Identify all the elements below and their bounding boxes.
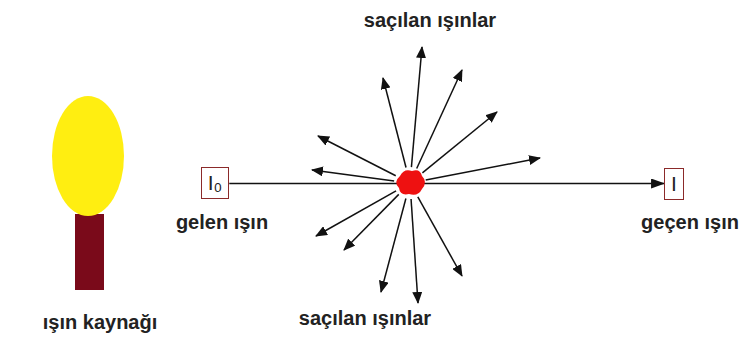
scattered-ray xyxy=(411,199,418,303)
node-caption: geçen ışın xyxy=(641,210,739,234)
beam-connector xyxy=(229,183,664,185)
lamp-glow xyxy=(52,96,124,216)
scattered-ray xyxy=(318,136,396,176)
intensity-box: I xyxy=(664,168,684,200)
scattered-rays xyxy=(312,47,540,303)
text-label: saçılan ışınlar xyxy=(299,306,431,330)
lamp-base xyxy=(75,214,104,290)
text-label: ışın kaynağı xyxy=(43,310,158,334)
scattered-ray xyxy=(417,70,462,168)
node-caption: gelen ışın xyxy=(176,210,268,234)
scattered-ray xyxy=(312,170,394,181)
intensity-box: I₀ xyxy=(201,167,230,199)
scattered-ray xyxy=(422,112,497,173)
scattered-ray xyxy=(316,191,396,236)
scattered-ray xyxy=(426,158,540,180)
scattered-ray xyxy=(383,78,406,168)
text-label: saçılan ışınlar xyxy=(364,8,496,32)
scatter-particle xyxy=(396,170,425,195)
light-source xyxy=(52,96,124,290)
scattered-ray xyxy=(418,197,462,276)
scattered-ray xyxy=(381,198,406,292)
scattered-ray xyxy=(344,194,399,250)
scattered-ray xyxy=(411,47,422,167)
